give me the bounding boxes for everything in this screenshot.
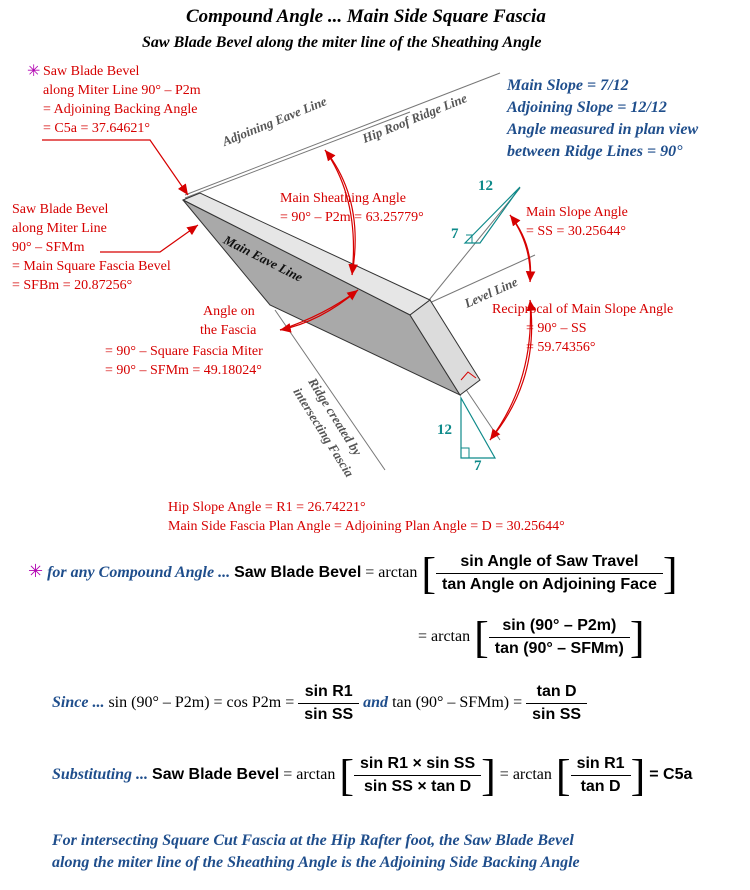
right-angle-mark [460,371,477,381]
plan-angle-text-1: Angle measured in plan view [507,121,699,138]
reciprocal-arc-back [489,299,537,441]
fascia-angle-l2: the Fascia [200,323,257,338]
note-line-1: For intersecting Square Cut Fascia at th… [52,832,574,849]
since-label: Since ... [52,694,105,712]
star-bevel-l3: = Adjoining Backing Angle [43,102,198,117]
formula-1-num: sin Angle of Saw Travel [436,553,663,574]
level-line [424,254,536,306]
fascia-arc-back [279,289,359,333]
top-triangle-rise: 12 [478,178,493,194]
fascia-bevel-l3: 90° – SFMm [12,240,85,255]
bottom-triangle-rise: 12 [437,422,452,438]
star-bevel-l1: Saw Blade Bevel [43,64,140,79]
formula-4-num2: sin R1 [570,755,631,776]
fascia-angle-l1: Angle on [203,304,255,319]
bottom-right-angle [461,447,470,458]
star-leader [42,139,189,196]
fascia-bevel-l5: = SFBm = 20.87256° [12,278,133,293]
top-slope-triangle [463,186,521,244]
formula-3-num1: sin R1 [298,683,360,704]
sheathing-arc-back [324,149,356,276]
formula-4: Substituting ... Saw Blade Bevel = arcta… [52,751,693,800]
page-subtitle: Saw Blade Bevel along the miter line of … [142,34,542,51]
fascia-bevel-l4: = Main Square Fascia Bevel [12,259,171,274]
reciprocal-arc [489,299,532,441]
formula-4-den1: sin SS × tan D [363,778,472,795]
fascia-angle-l3: = 90° – Square Fascia Miter [105,344,263,359]
formula-3-b: tan (90° – SFMm) = [392,694,523,712]
reciprocal-l2: = 90° – SS [526,321,587,336]
reciprocal-l3: = 59.74356° [526,340,596,355]
formula-4-num1: sin R1 × sin SS [353,755,482,776]
sheathing-l1: Main Sheathing Angle [280,191,406,206]
formula-2-num: sin (90° – P2m) [488,617,630,638]
note-line-2: along the miter line of the Sheathing An… [52,854,580,871]
formula-star-icon: ✳ [28,561,44,582]
ridge-fascia-line [274,309,386,471]
sheathing-arc [324,149,358,276]
sheathing-l2: = 90° – P2m = 63.25779° [280,210,424,225]
formula-3-den1: sin SS [304,706,354,723]
formula-3-den2: sin SS [532,706,582,723]
top-right-angle [466,234,473,243]
hip-ridge-line [184,72,501,196]
star-icon: ✳ [27,63,41,80]
fascia-end-face [409,299,481,396]
formula-4-den2: tan D [580,778,621,795]
formula-4-result: = C5a [649,766,693,784]
main-slope-angle-l2: = SS = 30.25644° [526,224,626,239]
formula-3: Since ... sin (90° – P2m) = cos P2m = si… [52,683,588,724]
formula-1-den: tan Angle on Adjoining Face [442,576,657,593]
slope-line [424,187,521,306]
formula-2-den: tan (90° – SFMm) [494,640,624,657]
fascia-bevel-l2: along Miter Line [12,221,107,236]
hip-slope-text: Hip Slope Angle = R1 = 26.74221° [168,500,366,515]
formula-4-lhs: Saw Blade Bevel [152,766,280,784]
fascia-angle-l4: = 90° – SFMm = 49.18024° [105,363,262,378]
bottom-slope-triangle [460,395,497,459]
substituting-label: Substituting ... [52,766,149,784]
fascia-bevel-leader [100,224,199,253]
formula-3-num2: tan D [526,683,588,704]
reciprocal-l1: Reciprocal of Main Slope Angle [492,302,674,317]
formula-2: = arctan [sin (90° – P2m)tan (90° – SFMm… [418,613,645,662]
formula-4-eq2: = arctan [499,766,552,784]
bottom-triangle-run: 7 [474,458,482,474]
plan-angle-text: Main Side Fascia Plan Angle = Adjoining … [168,519,565,534]
and-label: and [363,694,389,712]
page-title: Compound Angle ... Main Side Square Fasc… [186,6,546,27]
formula-1-eq: = arctan [365,564,418,582]
main-slope-angle-l1: Main Slope Angle [526,205,628,220]
star-bevel-l2: along Miter Line 90° – P2m [43,83,201,98]
top-triangle-run: 7 [451,226,459,242]
fascia-bevel-l1: Saw Blade Bevel [12,202,109,217]
formula-1-lhs: Saw Blade Bevel [234,564,362,582]
star-bevel-l4: = C5a = 37.64621° [43,121,150,136]
formula-1-prefix: for any Compound Angle ... [47,564,231,582]
formula-4-eq: = arctan [283,766,336,784]
formula-3-a: sin (90° – P2m) = cos P2m = [108,694,295,712]
formula-1: ✳ for any Compound Angle ... Saw Blade B… [28,549,678,598]
adjoining-slope-text: Adjoining Slope = 12/12 [507,99,667,116]
plan-angle-text-2: between Ridge Lines = 90° [507,143,683,160]
adjoining-eave-line [184,111,411,199]
main-slope-text: Main Slope = 7/12 [507,77,629,94]
main-slope-arc-back [509,214,532,283]
formula-2-eq: = arctan [418,628,471,646]
